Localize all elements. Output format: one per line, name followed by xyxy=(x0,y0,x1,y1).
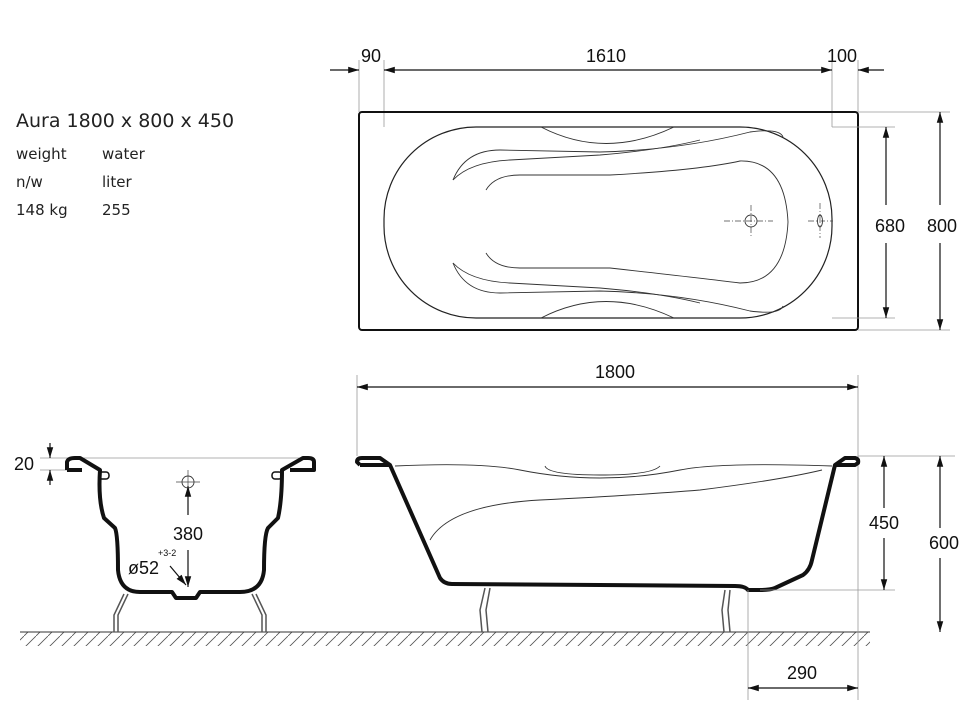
dim-450: 450 xyxy=(869,513,899,533)
spec-row: 148 kg 255 xyxy=(16,201,216,219)
spec-value: 255 xyxy=(102,201,131,219)
dim-380: 380 xyxy=(173,524,203,544)
top-view: 90 1610 100 680 800 xyxy=(330,46,957,331)
floor-hatch xyxy=(20,631,870,646)
dim-680: 680 xyxy=(875,216,905,236)
dim-90: 90 xyxy=(361,46,381,66)
support-legs xyxy=(479,587,731,633)
dim-800: 800 xyxy=(927,216,957,236)
cross-section-view: 20 380 ø52 +3-2 xyxy=(14,443,316,632)
spec-label: weight xyxy=(16,145,67,163)
dim-1800: 1800 xyxy=(595,362,635,382)
dim-600: 600 xyxy=(929,533,959,553)
spec-row: weight water xyxy=(16,145,216,163)
product-title: Aura 1800 x 800 x 450 xyxy=(16,110,235,132)
spec-row: n/w liter xyxy=(16,173,216,191)
side-view: 1800 450 600 290 xyxy=(355,362,959,700)
spec-unit: liter xyxy=(102,173,132,191)
dim-290: 290 xyxy=(787,663,817,683)
drain-diameter: ø52 xyxy=(128,558,159,578)
dim-20: 20 xyxy=(14,454,34,474)
dim-100: 100 xyxy=(827,46,857,66)
spec-unit: n/w xyxy=(16,173,43,191)
spec-label: water xyxy=(102,145,145,163)
dim-1610: 1610 xyxy=(586,46,626,66)
support-legs xyxy=(113,593,267,632)
drain-tolerance: +3-2 xyxy=(158,548,176,558)
spec-value: 148 kg xyxy=(16,201,68,219)
